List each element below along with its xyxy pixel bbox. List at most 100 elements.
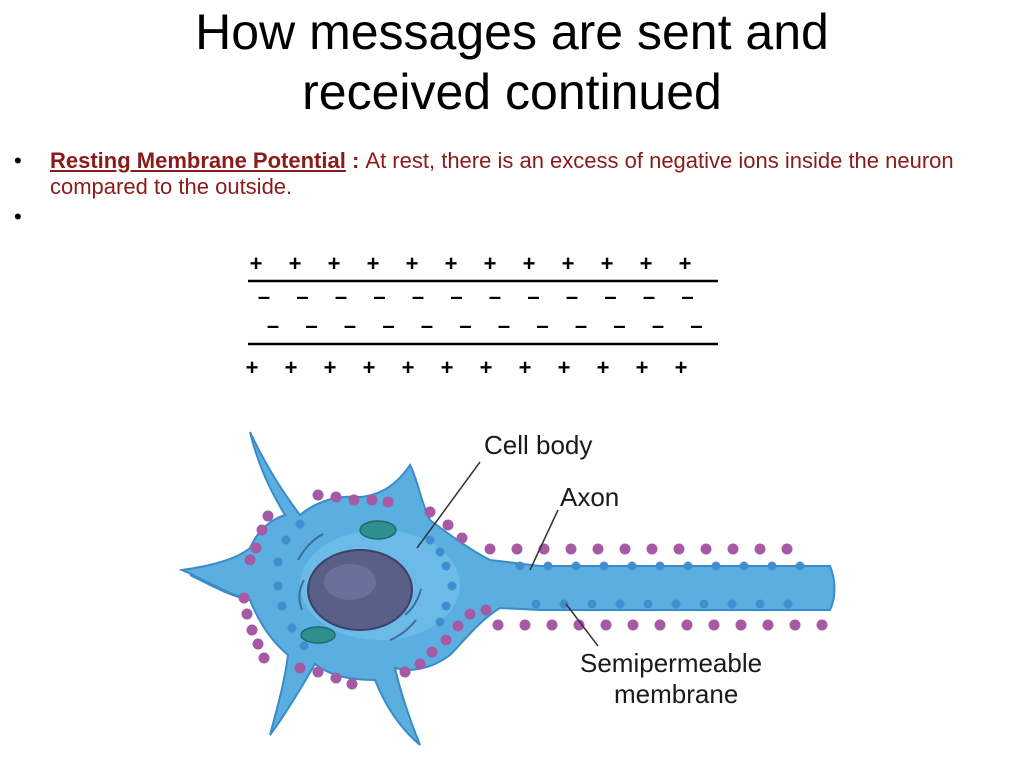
cell-body-pointer bbox=[416, 461, 481, 549]
bullet-empty: • bbox=[14, 204, 1004, 230]
outer-ion bbox=[565, 543, 577, 555]
inner-ion bbox=[295, 519, 305, 529]
outer-ion bbox=[414, 658, 426, 670]
outer-ion bbox=[262, 510, 274, 522]
charge-plus: + bbox=[523, 251, 536, 276]
organelle-2 bbox=[300, 626, 336, 644]
outer-ion bbox=[762, 619, 774, 631]
bullet-list: • Resting Membrane Potential : At rest, … bbox=[14, 148, 1004, 230]
charge-plus: + bbox=[324, 355, 337, 380]
inner-ion bbox=[571, 561, 581, 571]
charge-plus: + bbox=[597, 355, 610, 380]
outer-ion bbox=[600, 619, 612, 631]
charge-plus: + bbox=[679, 251, 692, 276]
title-line-1: How messages are sent and bbox=[195, 4, 829, 60]
charge-plus: + bbox=[445, 251, 458, 276]
label-semipermeable: Semipermeable bbox=[580, 648, 762, 678]
charge-minus: – bbox=[566, 284, 578, 309]
charge-minus: – bbox=[575, 313, 587, 338]
inner-charges-row-2: –––––––––––– bbox=[267, 313, 703, 338]
charge-minus: – bbox=[335, 284, 347, 309]
inner-ion bbox=[435, 547, 445, 557]
outer-ion bbox=[816, 619, 828, 631]
nucleus-highlight bbox=[324, 564, 376, 600]
charge-minus: – bbox=[382, 313, 394, 338]
charge-plus: + bbox=[402, 355, 415, 380]
inner-ion bbox=[559, 599, 569, 609]
charge-plus: + bbox=[675, 355, 688, 380]
outer-ion bbox=[442, 519, 454, 531]
charge-plus: + bbox=[562, 251, 575, 276]
inner-ion bbox=[727, 599, 737, 609]
charge-plus: + bbox=[367, 251, 380, 276]
inner-ion bbox=[783, 599, 793, 609]
outer-ion bbox=[250, 542, 262, 554]
outer-ion bbox=[246, 624, 258, 636]
inner-ion bbox=[435, 617, 445, 627]
outer-ion bbox=[646, 543, 658, 555]
charge-minus: – bbox=[690, 313, 702, 338]
inner-ion bbox=[287, 623, 297, 633]
bullet-term-separator: : bbox=[345, 148, 366, 173]
outer-ion bbox=[484, 543, 496, 555]
outer-ion bbox=[492, 619, 504, 631]
title-line-2: received continued bbox=[302, 64, 722, 120]
outer-ion bbox=[654, 619, 666, 631]
charge-minus: – bbox=[305, 313, 317, 338]
inner-ion bbox=[767, 561, 777, 571]
outer-ion bbox=[681, 619, 693, 631]
charge-minus: – bbox=[536, 313, 548, 338]
membrane-charge-diagram: ++++++++++++ –––––––––––– –––––––––––– +… bbox=[246, 251, 718, 380]
inner-ions bbox=[273, 519, 805, 651]
charge-minus: – bbox=[450, 284, 462, 309]
inner-ion bbox=[441, 601, 451, 611]
inner-ion bbox=[515, 561, 525, 571]
charge-plus: + bbox=[601, 251, 614, 276]
outer-ion bbox=[708, 619, 720, 631]
outer-ion bbox=[426, 646, 438, 658]
charge-minus: – bbox=[613, 313, 625, 338]
bullet-term: Resting Membrane Potential bbox=[50, 148, 346, 173]
charge-plus: + bbox=[289, 251, 302, 276]
outer-ion bbox=[382, 496, 394, 508]
outer-bottom-charges: ++++++++++++ bbox=[246, 355, 688, 380]
inner-ion bbox=[655, 561, 665, 571]
endoplasmic-reticulum bbox=[297, 533, 422, 641]
outer-ion bbox=[754, 543, 766, 555]
organelle-1 bbox=[359, 520, 397, 540]
outer-ion bbox=[511, 543, 523, 555]
outer-ion bbox=[464, 608, 476, 620]
outer-ion bbox=[346, 678, 358, 690]
outer-ion bbox=[519, 619, 531, 631]
charge-minus: – bbox=[604, 284, 616, 309]
inner-ion bbox=[643, 599, 653, 609]
charge-plus: + bbox=[558, 355, 571, 380]
outer-ion bbox=[330, 672, 342, 684]
bullet-resting-potential: • Resting Membrane Potential : At rest, … bbox=[14, 148, 1004, 200]
charge-minus: – bbox=[527, 284, 539, 309]
inner-ion bbox=[599, 561, 609, 571]
charge-minus: – bbox=[421, 313, 433, 338]
inner-ion bbox=[299, 641, 309, 651]
outer-ion bbox=[330, 491, 342, 503]
outer-ion bbox=[480, 604, 492, 616]
outer-ion bbox=[735, 619, 747, 631]
charge-minus: – bbox=[643, 284, 655, 309]
outer-ion bbox=[440, 634, 452, 646]
inner-ion bbox=[273, 557, 283, 567]
outer-ion bbox=[452, 620, 464, 632]
inner-ion bbox=[711, 561, 721, 571]
charge-plus: + bbox=[246, 355, 259, 380]
label-cell-body: Cell body bbox=[484, 430, 592, 460]
inner-ion bbox=[277, 601, 287, 611]
charge-minus: – bbox=[498, 313, 510, 338]
outer-ion bbox=[258, 652, 270, 664]
outer-ion bbox=[252, 638, 264, 650]
outer-ion bbox=[456, 532, 468, 544]
outer-ion bbox=[256, 524, 268, 536]
charge-minus: – bbox=[258, 284, 270, 309]
inner-ion bbox=[441, 561, 451, 571]
inner-ion bbox=[543, 561, 553, 571]
inner-ion bbox=[755, 599, 765, 609]
